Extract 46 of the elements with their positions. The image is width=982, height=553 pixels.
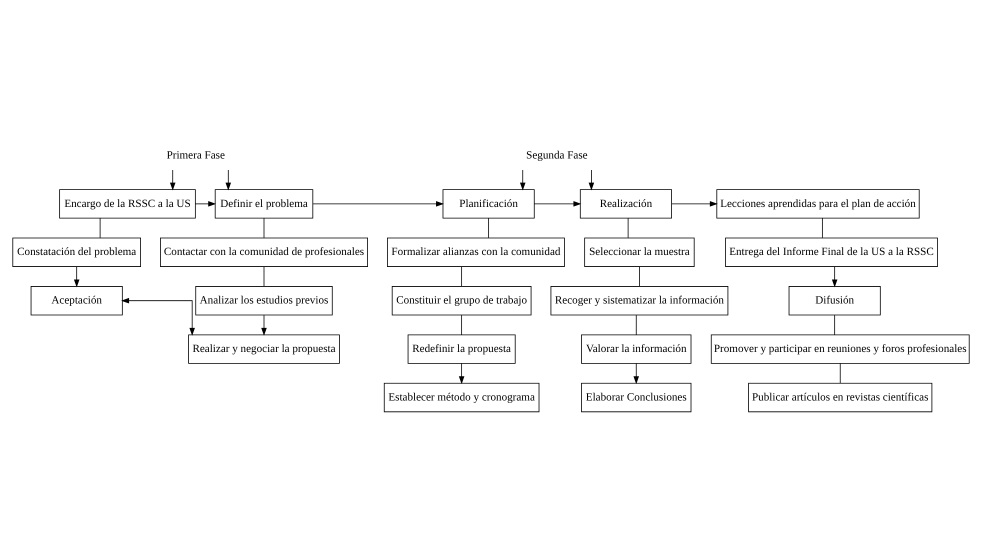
connector	[639, 266, 640, 287]
arrow	[121, 298, 195, 336]
arrow	[832, 266, 838, 288]
arrow	[74, 266, 80, 288]
node-box: Difusión	[788, 286, 881, 316]
node-text: Primera Fase	[166, 149, 225, 162]
connector	[834, 314, 836, 335]
node-box: Realización	[580, 189, 672, 219]
connector	[488, 218, 490, 238]
node-box: Constatación del problema	[12, 238, 141, 267]
connector	[461, 314, 462, 335]
connector	[461, 266, 462, 287]
node-box: Promover y participar en reuniones y foros profesionales	[710, 334, 970, 364]
arrow	[170, 170, 176, 191]
node-box: Formalizar alianzas con la comunidad	[387, 238, 565, 267]
node-box: Aceptación	[30, 286, 123, 316]
arrow	[226, 170, 232, 191]
node-box: Analizar los estudios previos	[195, 286, 333, 316]
node-box: Definir el problema	[214, 189, 314, 219]
node-box: Recoger y sistematizar la información	[550, 286, 728, 316]
arrow	[633, 363, 640, 384]
connector	[636, 314, 637, 335]
node-box: Encargo de la RSSC a la US	[59, 189, 196, 219]
arrow	[195, 201, 216, 207]
node-box: Establecer método y cronograma	[384, 382, 540, 412]
arrow	[588, 170, 594, 191]
node-box: Redefinir la propuesta	[408, 334, 516, 364]
arrow	[261, 314, 267, 336]
node-box: Planificación	[442, 189, 535, 219]
node-box: Publicar artículos en revistas científicas	[748, 382, 932, 412]
node-box: Valorar la información	[581, 334, 692, 364]
connector	[822, 218, 823, 238]
arrow	[534, 201, 582, 207]
node-box: Realizar y negociar la propuesta	[188, 334, 340, 364]
arrow	[671, 201, 718, 207]
node-box: Elaborar Conclusiones	[581, 382, 692, 412]
connector	[840, 363, 841, 384]
node-text: Segunda Fase	[526, 149, 588, 162]
arrow	[520, 170, 526, 191]
arrow	[312, 201, 444, 207]
node-box: Constituir el grupo de trabajo	[392, 286, 532, 316]
node-box: Contactar con la comunidad de profesionales	[160, 238, 368, 267]
node-box: Entrega del Informe Final de la US a la RSSC	[725, 238, 938, 267]
arrow	[458, 363, 464, 384]
node-box: Seleccionar la muestra	[584, 238, 695, 267]
node-box: Lecciones aprendidas para el plan de acción	[716, 189, 920, 219]
